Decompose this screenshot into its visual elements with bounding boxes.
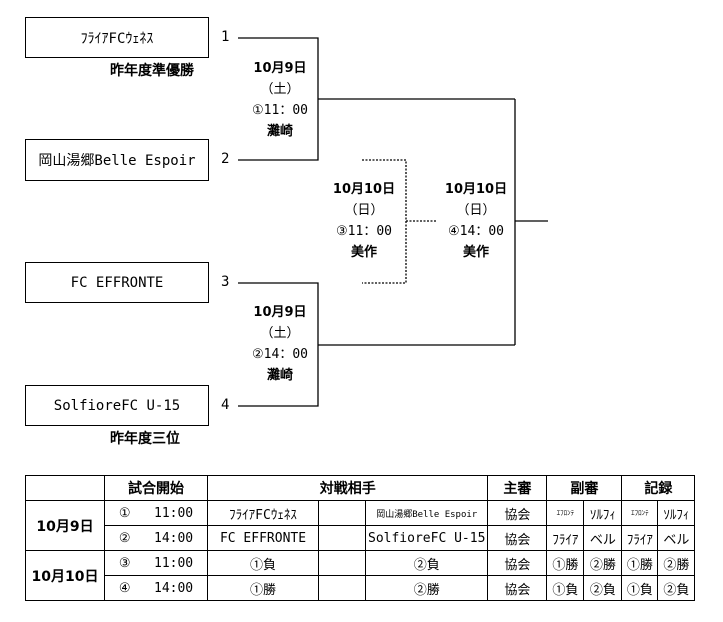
assistant-cell: ｿﾙﾌｨ (583, 500, 623, 526)
referee-cell: 協会 (487, 500, 548, 526)
match-num: ③ (118, 555, 131, 571)
match-date: 10月9日 (253, 61, 307, 76)
match-info-1: 10月9日 （土） ①11：00 灘崎 (240, 58, 320, 142)
assistant-cell: ①勝 (546, 550, 585, 576)
header-referee: 主審 (487, 475, 548, 501)
day-cell: 10月9日 (25, 500, 105, 551)
record-cell: ｴﾌﾛﾝﾃ (621, 500, 659, 526)
record-cell: ｿﾙﾌｨ (657, 500, 696, 526)
kickoff-cell: ③ 11:00 (104, 550, 208, 576)
seed-number: 3 (221, 274, 230, 290)
match-info-3: 10月10日 （日） ③11：00 美作 (322, 179, 406, 263)
day-cell: 10月10日 (25, 550, 105, 601)
referee-cell: 協会 (487, 550, 548, 576)
match-num: ② (118, 530, 131, 546)
assistant-cell: ｴﾌﾛﾝﾃ (546, 500, 585, 526)
match-time: ③11：00 (336, 224, 392, 239)
header-opponents: 対戦相手 (206, 475, 489, 501)
match-weekday: （日） (344, 203, 384, 218)
assistant-cell: ①負 (546, 575, 585, 601)
assistant-cell: ベル (583, 525, 623, 551)
vs-cell (318, 575, 366, 601)
record-cell: ①勝 (621, 550, 659, 576)
team-note: 昨年度準優勝 (110, 63, 194, 79)
match-venue: 美作 (350, 245, 377, 260)
assistant-cell: ②勝 (583, 550, 623, 576)
match-num: ④ (118, 580, 131, 596)
match-venue: 灘崎 (266, 124, 293, 139)
vs-cell (318, 525, 366, 551)
table-row: ② 14:00 FC EFFRONTE SolfioreFC U-15 協会 ﾌ… (26, 525, 696, 551)
team-box-4: SolfioreFC U-15 (25, 385, 209, 426)
match-venue: 美作 (462, 245, 489, 260)
home-cell: ﾌﾗｲｱFCｳｪﾈｽ (207, 500, 319, 526)
team-note: 昨年度三位 (110, 431, 180, 447)
table-row: 10月9日 ① 11:00 ﾌﾗｲｱFCｳｪﾈｽ 岡山湯郷Belle Espoi… (25, 500, 696, 551)
referee-cell: 協会 (487, 525, 548, 551)
match-weekday: （日） (456, 203, 496, 218)
match-time: ②14：00 (252, 347, 308, 362)
match-info-4: 10月10日 （日） ④14：00 美作 (434, 179, 518, 263)
match-time: ④14：00 (448, 224, 504, 239)
assistant-cell: ﾌﾗｲｱ (546, 525, 585, 551)
away-cell: 岡山湯郷Belle Espoir (364, 500, 489, 526)
assistant-cell: ②負 (583, 575, 623, 601)
away-cell: SolfioreFC U-15 (364, 525, 489, 551)
seed-number: 4 (221, 397, 230, 413)
kickoff-cell: ① 11:00 (104, 500, 208, 526)
record-cell: ベル (657, 525, 696, 551)
match-info-2: 10月9日 （土） ②14：00 灘崎 (240, 302, 320, 386)
record-cell: ②勝 (657, 550, 696, 576)
table-row: 10月10日 ③ 11:00 ①負 ②負 協会 ①勝 ②勝 ①勝 ②勝 (25, 550, 696, 601)
away-cell: ②勝 (364, 575, 489, 601)
table-header-row: 試合開始 対戦相手 主審 副審 記録 (25, 475, 696, 501)
bracket-lines (238, 37, 548, 407)
team-box-1: ﾌﾗｲｱFCｳｪﾈｽ (25, 17, 209, 58)
team-box-2: 岡山湯郷Belle Espoir (25, 139, 209, 181)
vs-cell (318, 550, 366, 576)
vs-cell (318, 500, 366, 526)
match-venue: 灘崎 (266, 368, 293, 383)
record-cell: ②負 (657, 575, 696, 601)
match-weekday: （土） (260, 326, 300, 341)
kickoff-time: 14:00 (154, 580, 194, 596)
referee-cell: 協会 (487, 575, 548, 601)
match-date: 10月9日 (253, 305, 307, 320)
kickoff-time: 11:00 (154, 505, 194, 521)
match-time: ①11：00 (252, 103, 308, 118)
header-kickoff: 試合開始 (104, 475, 208, 501)
kickoff-time: 14:00 (154, 530, 194, 546)
table-row: ④ 14:00 ①勝 ②勝 協会 ①負 ②負 ①負 ②負 (26, 575, 696, 601)
header-record: 記録 (621, 475, 696, 501)
home-cell: FC EFFRONTE (207, 525, 319, 551)
team-name: ﾌﾗｲｱFCｳｪﾈｽ (80, 30, 154, 47)
home-cell: ①勝 (207, 575, 319, 601)
home-cell: ①負 (207, 550, 319, 576)
match-num: ① (118, 505, 131, 521)
team-name: 岡山湯郷Belle Espoir (38, 153, 196, 169)
away-cell: ②負 (364, 550, 489, 576)
match-date: 10月10日 (332, 182, 396, 197)
record-cell: ﾌﾗｲｱ (621, 525, 659, 551)
schedule-table: 試合開始 対戦相手 主審 副審 記録 10月9日 ① 11:00 ﾌﾗｲｱFCｳ… (25, 475, 696, 601)
seed-number: 2 (221, 151, 230, 167)
seed-number: 1 (221, 29, 230, 45)
match-date: 10月10日 (444, 182, 508, 197)
record-cell: ①負 (621, 575, 659, 601)
header-assistant: 副審 (546, 475, 623, 501)
team-name: FC EFFRONTE (70, 274, 164, 291)
header-blank (25, 475, 105, 501)
match-weekday: （土） (260, 82, 300, 97)
kickoff-time: 11:00 (154, 555, 194, 571)
team-box-3: FC EFFRONTE (25, 262, 209, 303)
kickoff-cell: ④ 14:00 (104, 575, 208, 601)
team-name: SolfioreFC U-15 (53, 397, 181, 414)
kickoff-cell: ② 14:00 (104, 525, 208, 551)
